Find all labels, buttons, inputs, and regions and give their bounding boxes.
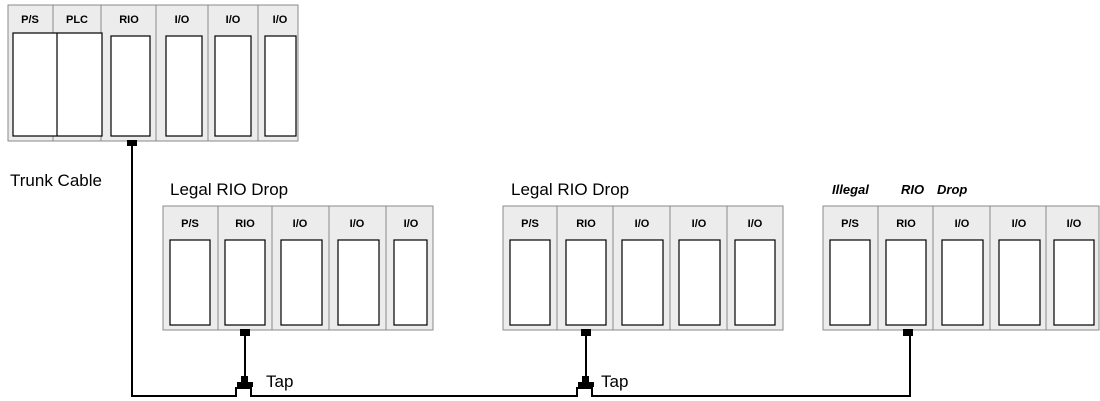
drop1-slot-label: I/O (404, 218, 419, 230)
drop2-slot-label: P/S (521, 218, 539, 230)
drop2-slot-label: I/O (692, 218, 707, 230)
drop3-slot-window (941, 239, 984, 326)
main-rack: P/S PLC RIO I/O I/O I/O (7, 4, 299, 146)
drop2-slot-label: I/O (635, 218, 650, 230)
drop1-slot-label: I/O (350, 218, 365, 230)
trunk-cable-label: Trunk Cable (10, 171, 102, 190)
main-slot-label: RIO (119, 14, 139, 26)
drop1-slot-window (280, 239, 323, 326)
main-slot-label: I/O (226, 14, 241, 26)
drop3-slot-window (998, 239, 1041, 326)
main-slot-window (110, 35, 151, 137)
main-slot-label: PLC (66, 14, 88, 26)
main-slot-label: P/S (21, 14, 39, 26)
drop3-slot-window (1053, 239, 1095, 326)
drop3-slot-label: P/S (841, 218, 859, 230)
drop1-slot-window (337, 239, 380, 326)
tap-1 (237, 336, 253, 387)
drop3-slot-label: I/O (955, 218, 970, 230)
drop2-slot-label: I/O (748, 218, 763, 230)
main-rio-connector (127, 140, 137, 146)
drop2-slot-window (565, 239, 607, 326)
tap-2 (578, 336, 594, 387)
drop3-caption-word-2: RIO (901, 182, 924, 197)
drop3-slot-label: I/O (1012, 218, 1027, 230)
tap-2-label: Tap (601, 372, 628, 391)
drop3-slot-window (885, 239, 927, 326)
drop3-rio-connector (903, 329, 913, 336)
drop3-slot-label: RIO (896, 218, 916, 230)
drop2-slot-window (509, 239, 551, 326)
drop-rack-2: P/S RIO I/O I/O I/O (502, 205, 784, 336)
drop3-slot-window (829, 239, 871, 326)
main-slot-window (214, 35, 252, 137)
trunk-cable (131, 146, 911, 397)
drop1-caption: Legal RIO Drop (170, 180, 288, 199)
main-slot-window (165, 35, 203, 137)
drop1-slot-window (169, 239, 211, 326)
drop1-slot-label: RIO (235, 218, 255, 230)
drop1-rio-connector (240, 329, 250, 336)
drop1-slot-window (224, 239, 266, 326)
drop-rack-1: P/S RIO I/O I/O I/O (162, 205, 434, 336)
drop3-caption-word-1: Illegal (832, 182, 869, 197)
tap-1-label: Tap (266, 372, 293, 391)
drop2-slot-window (734, 239, 776, 326)
drop1-slot-label: P/S (181, 218, 199, 230)
drop1-slot-label: I/O (293, 218, 308, 230)
drop2-rio-connector (581, 329, 591, 336)
drop2-caption: Legal RIO Drop (511, 180, 629, 199)
drop3-caption-word-3: Drop (937, 182, 967, 197)
drop2-slot-window (678, 239, 721, 326)
main-slot-window (264, 35, 297, 137)
main-slot-label: I/O (273, 14, 288, 26)
main-slot-label: I/O (175, 14, 190, 26)
drop2-slot-label: RIO (576, 218, 596, 230)
drop2-slot-window (621, 239, 664, 326)
drop3-slot-label: I/O (1067, 218, 1082, 230)
drop-rack-3: P/S RIO I/O I/O I/O (822, 205, 1100, 336)
drop1-slot-window (393, 239, 428, 326)
